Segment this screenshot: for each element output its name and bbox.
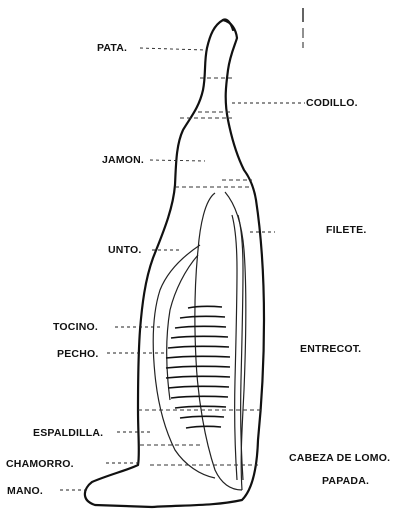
label-unto: UNTO. (108, 244, 141, 256)
label-jamon: JAMON. (102, 154, 144, 166)
leader-lines (60, 48, 305, 490)
label-papada: PAPADA. (322, 475, 369, 487)
belly-outline (153, 245, 215, 478)
label-mano: MANO. (7, 485, 43, 497)
label-filete: FILETE. (326, 224, 366, 236)
label-tocino: TOCINO. (53, 321, 98, 333)
label-codillo: CODILLO. (306, 97, 358, 109)
vertebrae (232, 215, 243, 480)
label-cabeza-de-lomo: CABEZA DE LOMO. (289, 452, 390, 464)
label-espaldilla: ESPALDILLA. (33, 427, 103, 439)
label-chamorro: CHAMORRO. (6, 458, 74, 470)
label-pata: PATA. (97, 42, 127, 54)
label-entrecot: ENTRECOT. (300, 343, 361, 355)
label-pecho: PECHO. (57, 348, 98, 360)
